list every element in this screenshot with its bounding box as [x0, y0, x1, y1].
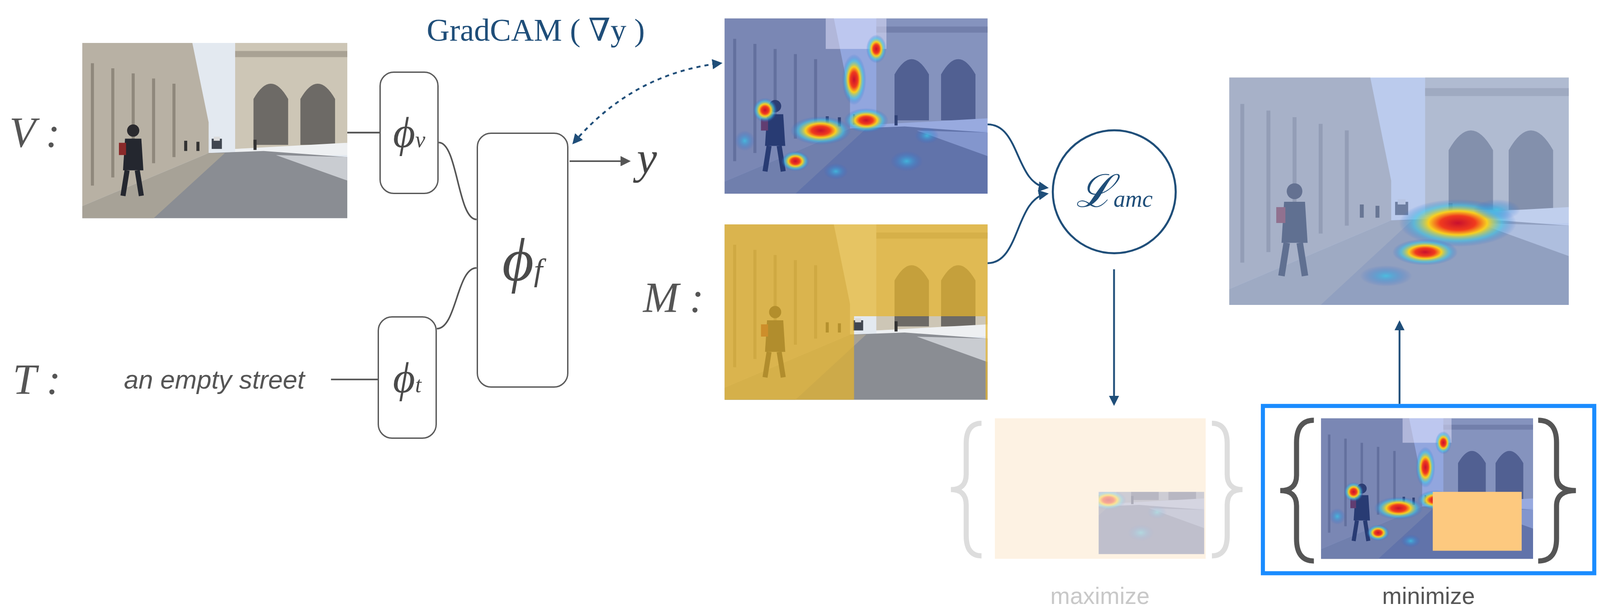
node-text: ϕf [502, 226, 543, 294]
drawing-use [1098, 491, 1204, 554]
output-arrow [569, 160, 629, 162]
method-label: GradCAM ( ∇y ) [426, 12, 645, 49]
mask-image [724, 224, 988, 400]
objective-label: maximize [1050, 582, 1151, 610]
mask-label: M : [643, 273, 705, 323]
drawing-path [724, 224, 988, 400]
node-text: ϕv [392, 108, 426, 157]
drawing-use [1320, 417, 1534, 559]
connector [438, 142, 477, 220]
minimize-image [1320, 417, 1534, 559]
drawing-use [724, 224, 988, 400]
node-text: ϕt [392, 354, 422, 402]
drawing-use [724, 18, 988, 195]
encoder-box: ϕv [379, 71, 439, 195]
gradient-arrow [573, 63, 721, 143]
drawing-use [1098, 491, 1204, 554]
down-arrow [1112, 269, 1115, 404]
brace [1280, 420, 1314, 561]
output-label: y [636, 132, 657, 185]
drawing-use [1229, 77, 1569, 305]
result-heatmap [1229, 77, 1569, 305]
drawing-ellipse [1392, 238, 1458, 266]
drawing-ellipse [1473, 198, 1521, 221]
drawing-use [82, 42, 348, 219]
maximize-image [994, 417, 1207, 559]
gradcam-heatmap [724, 18, 988, 195]
loss-circle: ℒamc [1050, 128, 1178, 256]
circle-outline [1052, 130, 1176, 254]
drawing-use [1320, 417, 1534, 559]
input-arrow [987, 193, 1047, 263]
wire [347, 131, 380, 134]
brace [1211, 423, 1243, 556]
text-prompt: an empty street [123, 364, 305, 395]
drawing-ellipse [1359, 265, 1413, 287]
input-arrow [987, 124, 1047, 188]
drawing-rect [994, 417, 1207, 559]
up-arrow [1398, 321, 1401, 404]
drawing-rect [1229, 77, 1569, 305]
drawing-rect [1432, 491, 1522, 551]
drawing-rect [1229, 77, 1569, 305]
wire [331, 378, 379, 381]
selection-box [1263, 405, 1595, 573]
input-label: V : [9, 108, 61, 158]
encoder-box: ϕt [377, 316, 437, 439]
objective-label: minimize [1382, 582, 1475, 610]
connector [436, 267, 477, 329]
fusion-box: ϕf [476, 132, 569, 388]
node-text: ℒamc [1075, 166, 1153, 217]
brace [1538, 420, 1576, 561]
street-photo [82, 42, 348, 219]
input-label: T : [12, 355, 62, 405]
drawing-use [724, 18, 988, 195]
drawing-g [1098, 491, 1204, 554]
brace [951, 423, 982, 556]
